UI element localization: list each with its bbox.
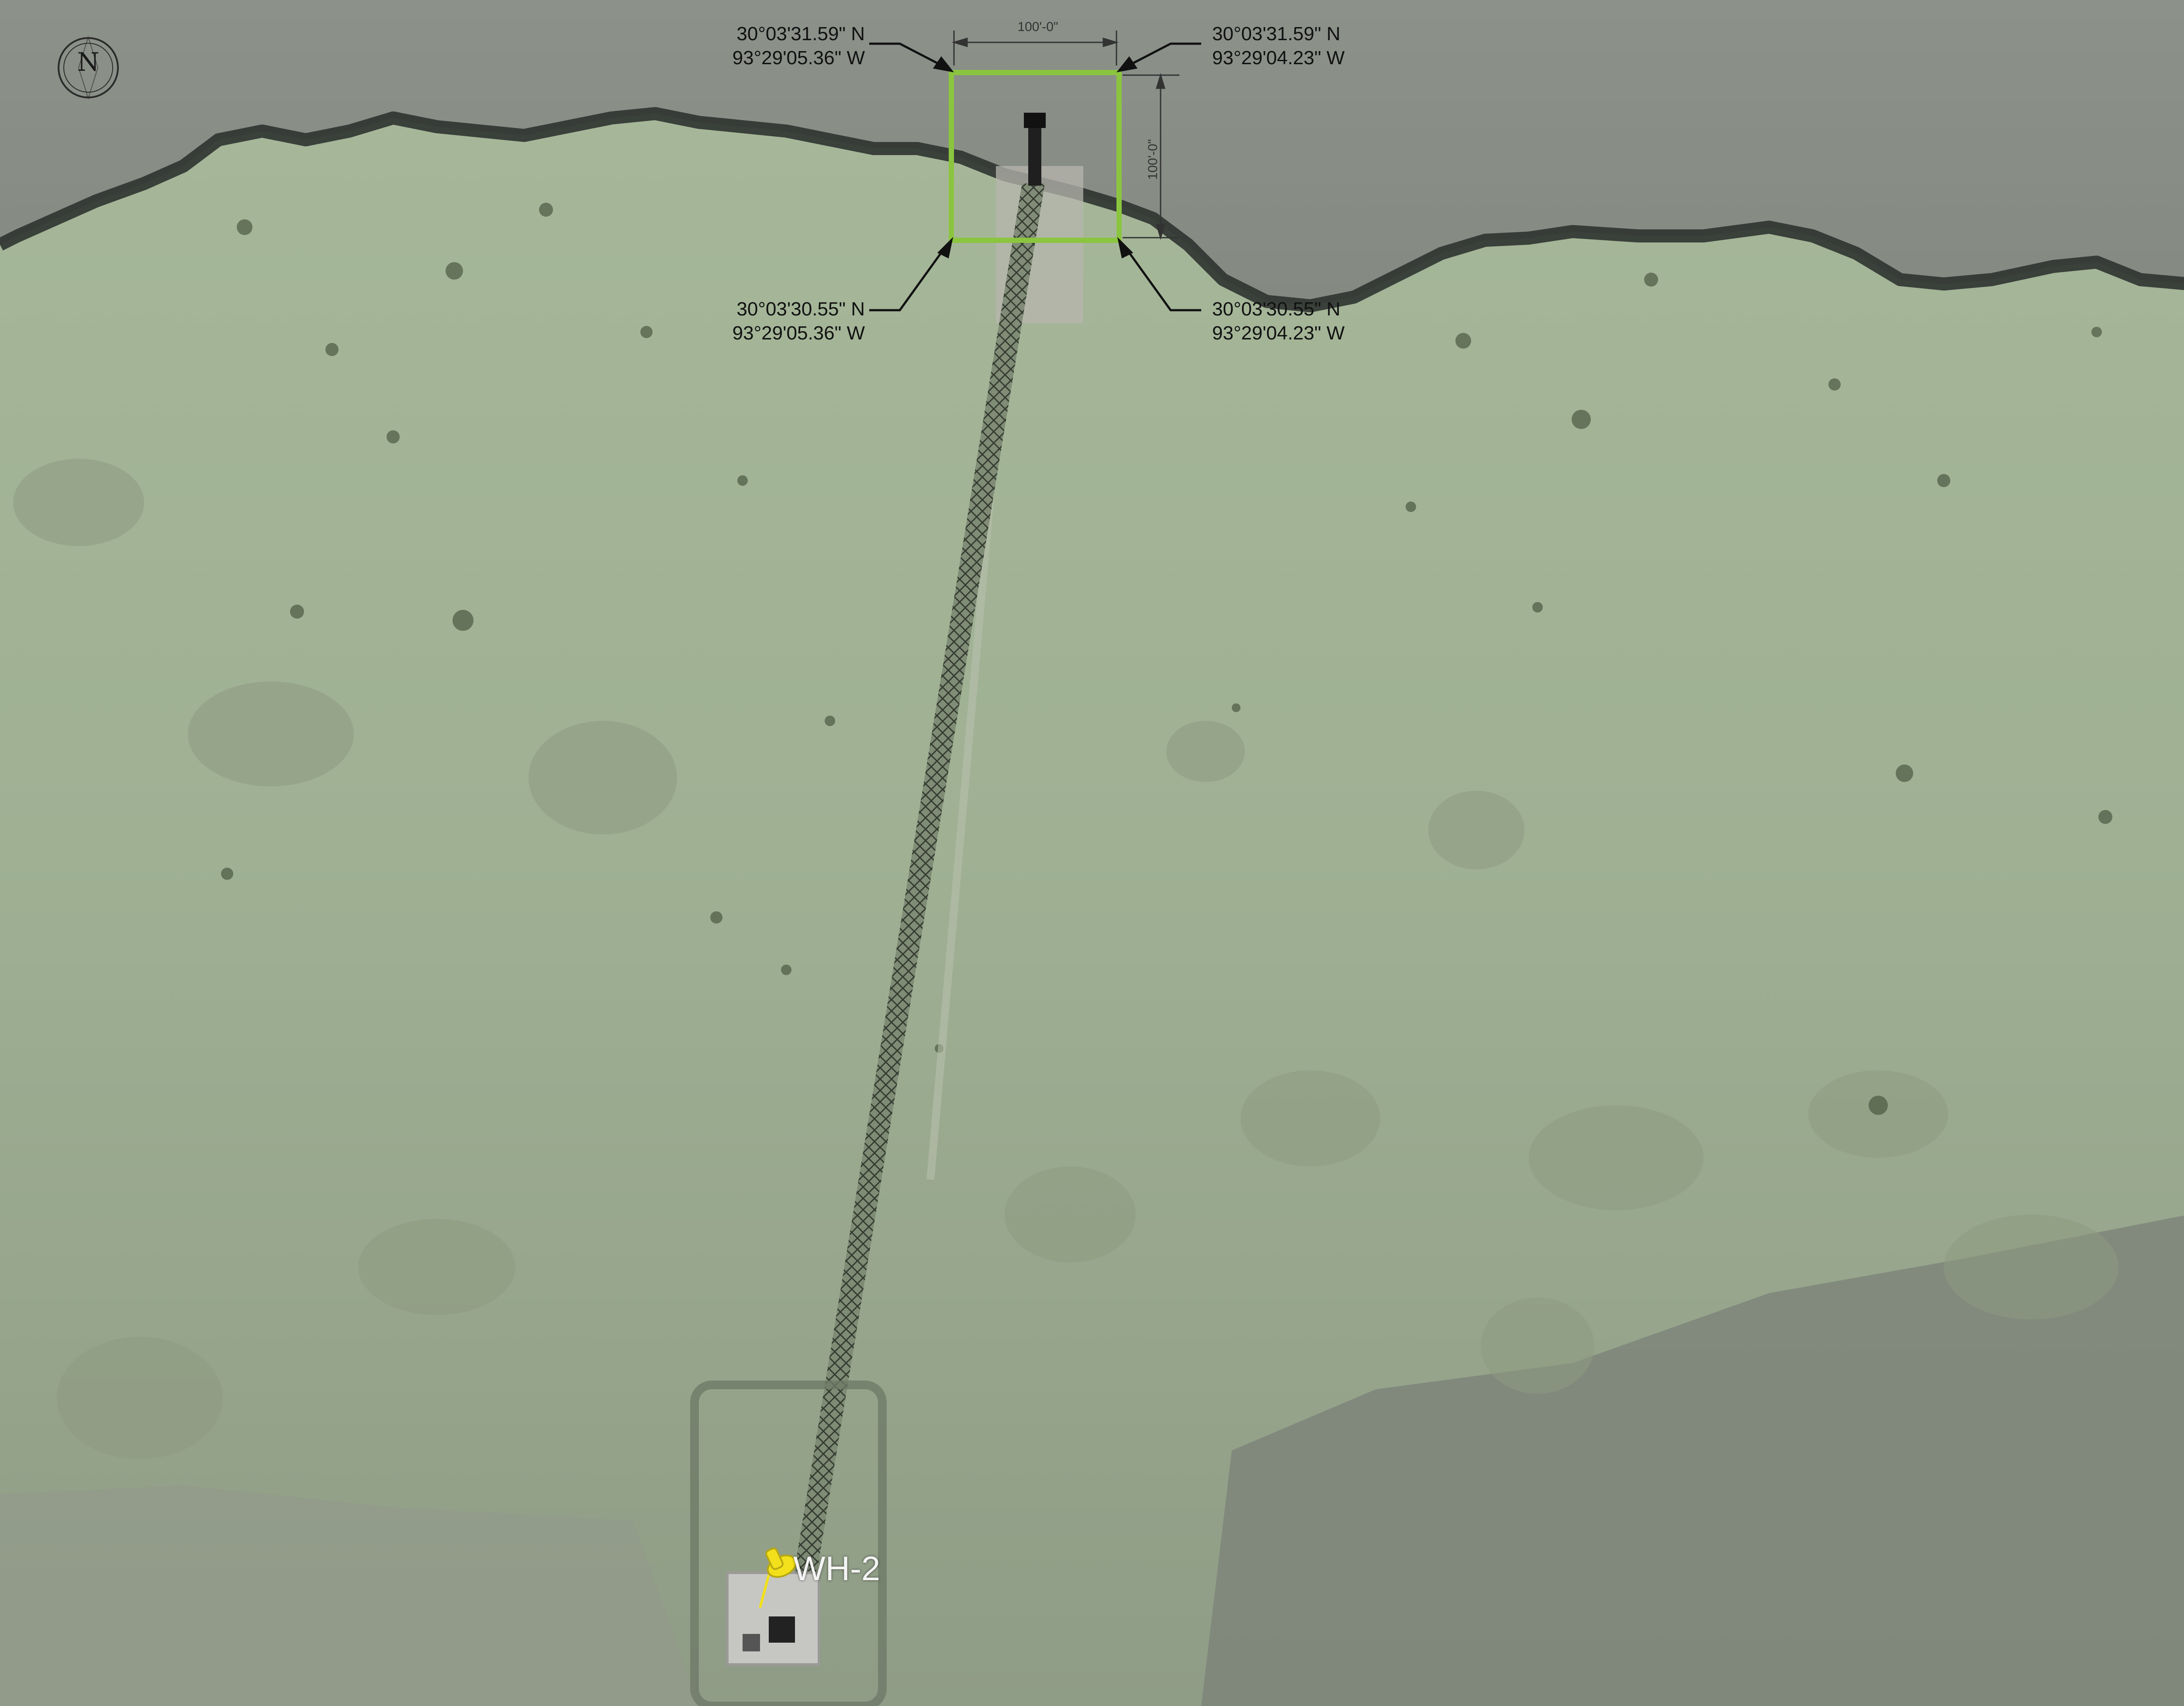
- wellhead-equipment-2: [743, 1634, 760, 1651]
- coordinate-top-right: 30°03'31.59" N 93°29'04.23" W: [1212, 22, 1369, 70]
- dimension-top-label: 100'-0": [1017, 20, 1058, 34]
- coordinate-bottom-left: 30°03'30.55" N 93°29'05.36" W: [708, 297, 865, 345]
- dimension-right-label: 100'-0": [1146, 139, 1160, 180]
- coordinate-bottom-right: 30°03'30.55" N 93°29'04.23" W: [1212, 297, 1369, 345]
- dimension-top: [951, 31, 1119, 66]
- latitude-text: 30°03'31.59" N: [736, 23, 865, 45]
- latitude-text: 30°03'30.55" N: [1212, 298, 1341, 320]
- longitude-text: 93°29'05.36" W: [732, 47, 865, 69]
- north-arrow-icon: [58, 35, 119, 100]
- dense-marsh-area-left: [0, 1485, 699, 1706]
- latitude-text: 30°03'31.59" N: [1212, 23, 1341, 45]
- dimension-right: [1123, 73, 1179, 240]
- coordinate-leaders: [869, 42, 1201, 311]
- boundary-square: [949, 70, 1122, 243]
- latitude-text: 30°03'30.55" N: [736, 298, 865, 320]
- pier-cap: [1024, 113, 1046, 128]
- wellhead-equipment: [769, 1616, 795, 1643]
- dense-marsh-area: [1201, 1215, 2184, 1706]
- pushpin-icon: [759, 1547, 797, 1608]
- well-label: WH-2: [793, 1549, 881, 1588]
- longitude-text: 93°29'05.36" W: [732, 322, 865, 344]
- well-pad-berm: [690, 1381, 887, 1706]
- longitude-text: 93°29'04.23" W: [1212, 322, 1345, 344]
- shrubs: [221, 203, 2112, 1115]
- longitude-text: 93°29'04.23" W: [1212, 47, 1345, 69]
- marsh-patches: [13, 459, 2118, 1459]
- pipeline: [794, 183, 1045, 1573]
- coordinate-top-left: 30°03'31.59" N 93°29'05.36" W: [708, 22, 865, 70]
- north-letter: N: [77, 47, 100, 77]
